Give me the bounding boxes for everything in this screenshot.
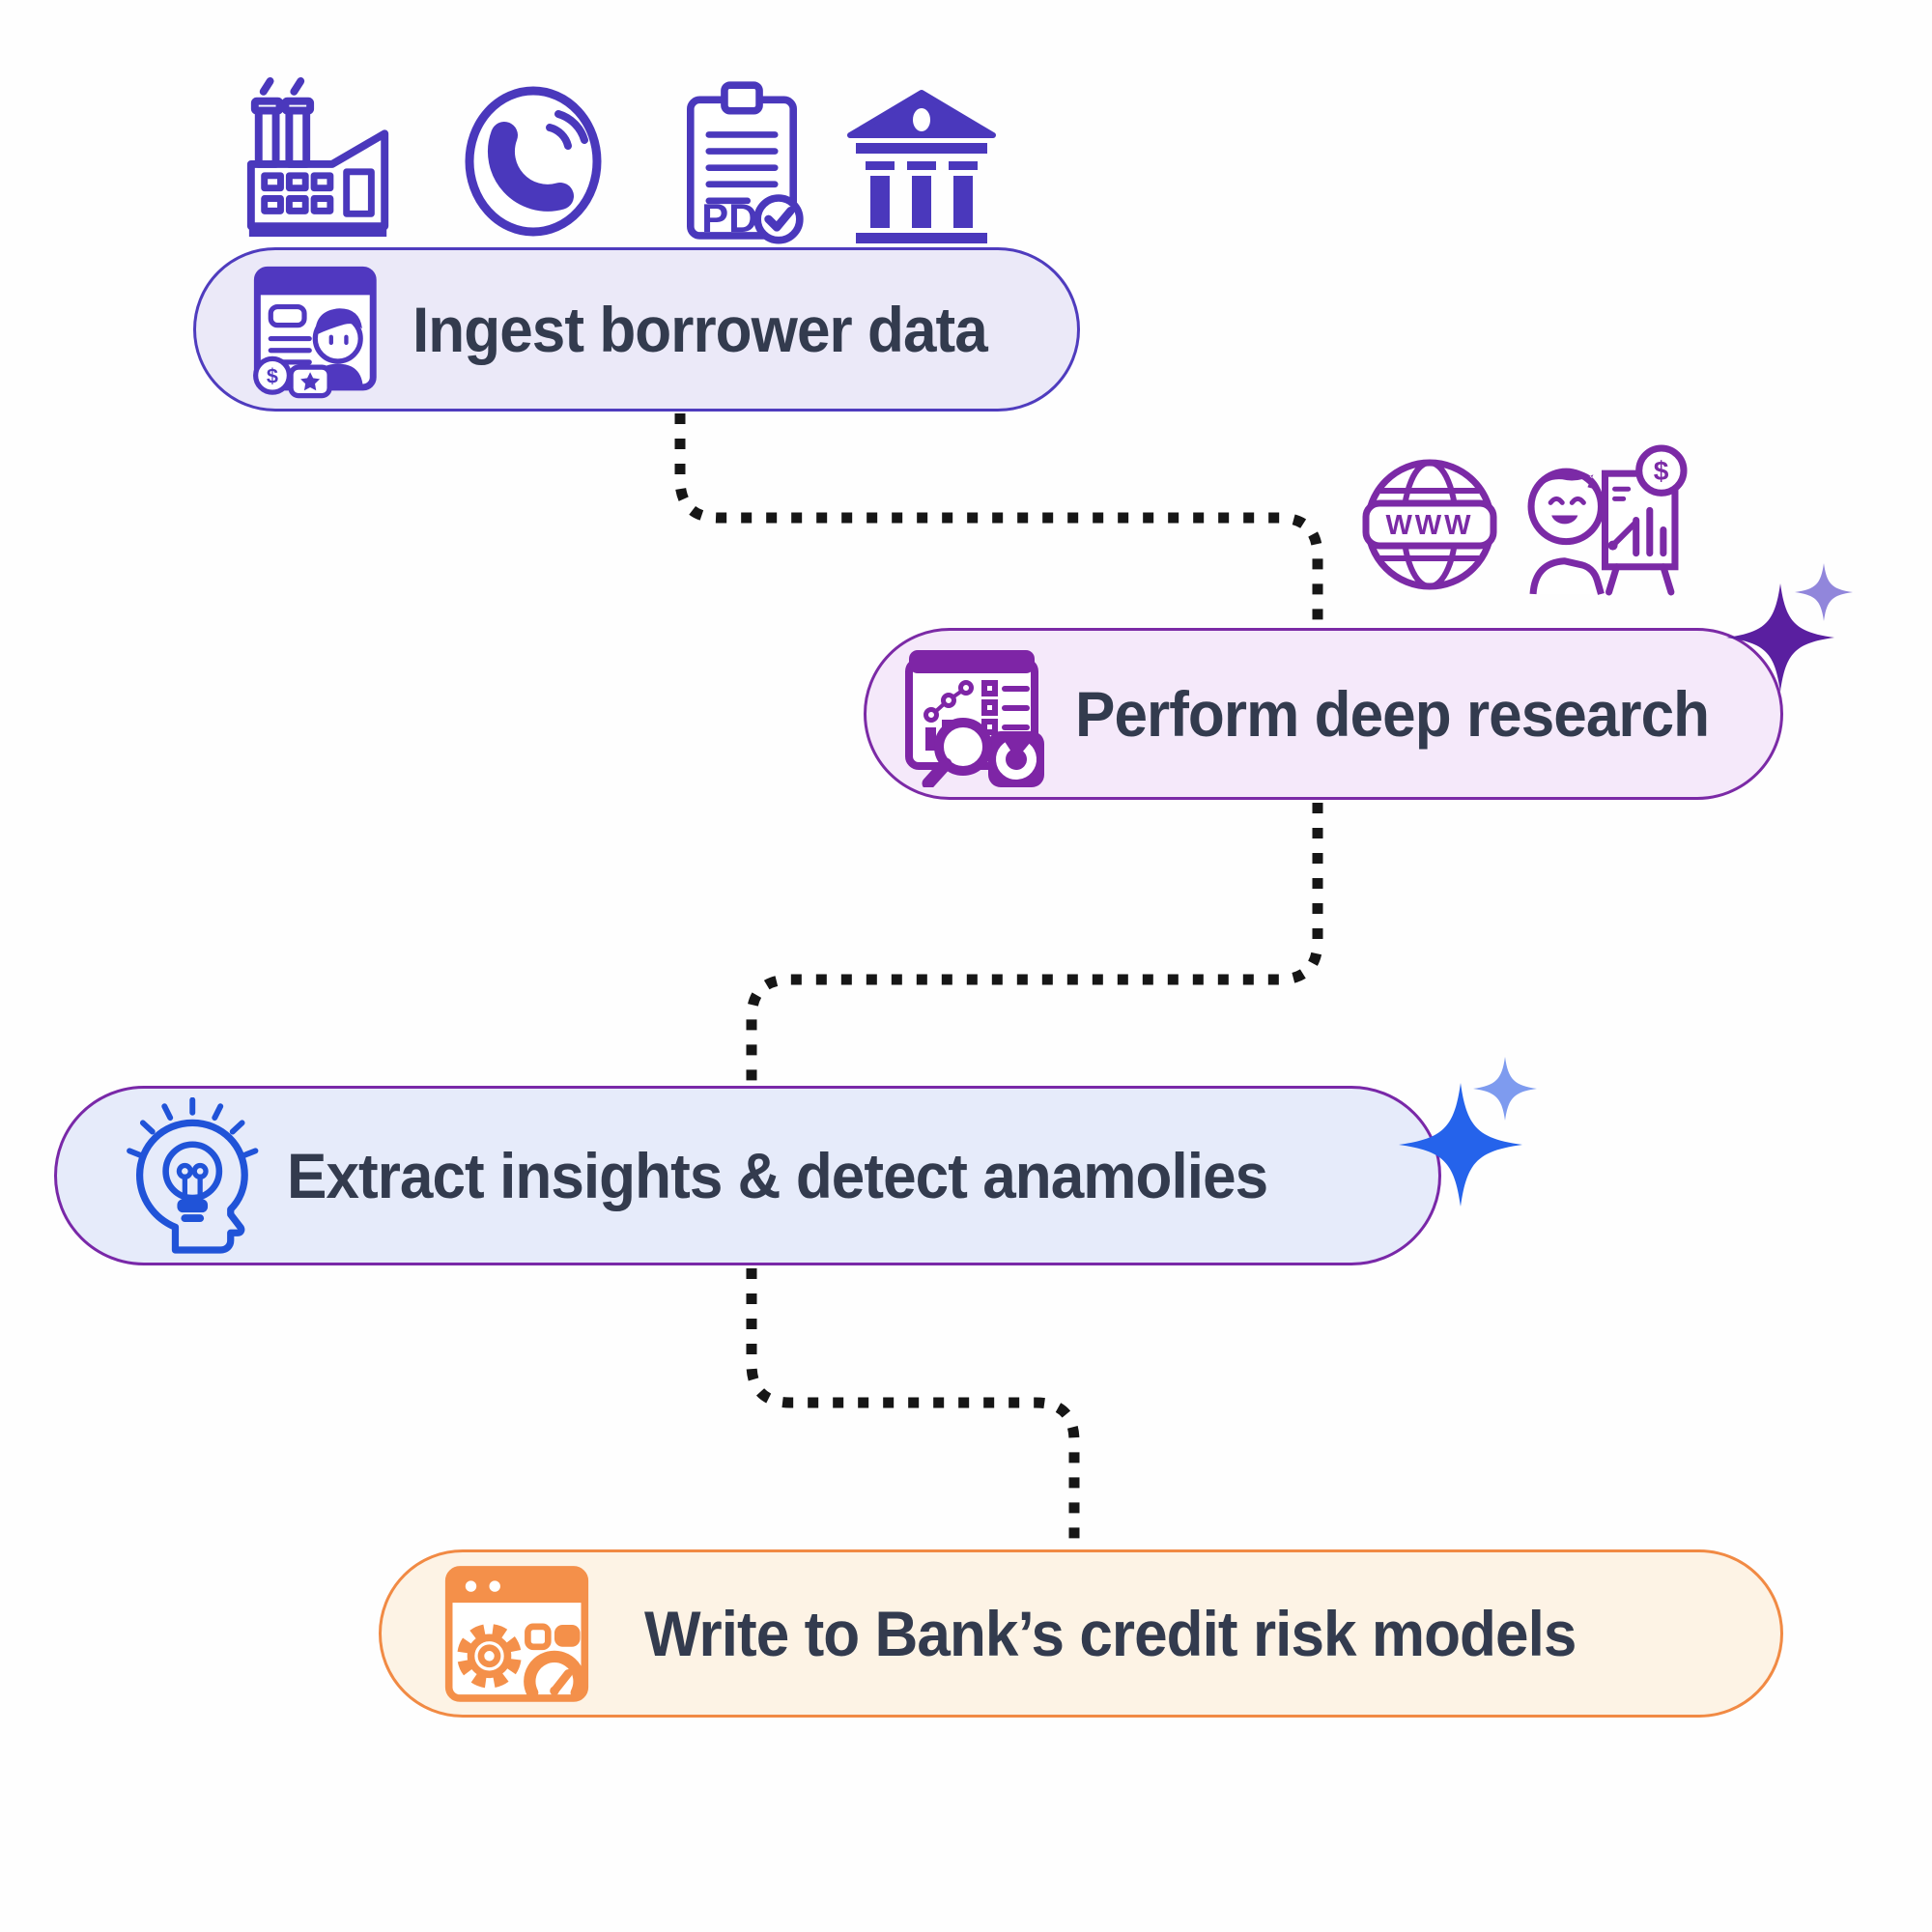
coin-currency-label: $ [267, 364, 278, 388]
pd-label: PD [701, 195, 757, 241]
globe-www-label: WWW [1385, 510, 1473, 541]
step-perform-deep-research: Perform deep research [864, 628, 1783, 800]
step-label: Extract insights & detect anamolies [287, 1140, 1268, 1211]
sparkle-big [1726, 583, 1834, 692]
borrower-profile-card-icon: $ [253, 266, 377, 399]
step-label: Ingest borrower data [412, 294, 988, 365]
sparkle-icon [1399, 1057, 1537, 1207]
research-dashboard-magnifier-icon [905, 650, 1044, 787]
bank-icon [847, 90, 996, 243]
connector-step1-step2 [674, 413, 1323, 624]
connector-step3-step4 [746, 1268, 1080, 1548]
pd-report-clipboard-icon: PD [687, 81, 804, 244]
browser-gear-gauge-icon [444, 1566, 589, 1702]
step-ingest-borrower-data: $ Ingest borrower data [193, 247, 1080, 412]
sparkle-small [1473, 1057, 1537, 1121]
connector-step2-step3 [746, 803, 1323, 1084]
phone-call-icon [465, 86, 602, 237]
chart-currency-label: $ [1654, 456, 1669, 486]
sparkle-small [1795, 563, 1853, 621]
globe-www-icon: WWW [1362, 459, 1497, 590]
step-write-credit-risk-models: Write to Bank’s credit risk models [379, 1549, 1783, 1718]
sparkle-icon [1726, 563, 1853, 692]
head-lightbulb-icon [127, 1097, 259, 1254]
step-label: Perform deep research [1075, 678, 1710, 750]
step-extract-insights: Extract insights & detect anamolies [54, 1086, 1441, 1265]
analyst-person-chart-icon: $ [1527, 444, 1688, 596]
factory-icon [246, 77, 389, 238]
sparkle-big [1399, 1083, 1522, 1207]
step-label: Write to Bank’s credit risk models [644, 1598, 1577, 1669]
